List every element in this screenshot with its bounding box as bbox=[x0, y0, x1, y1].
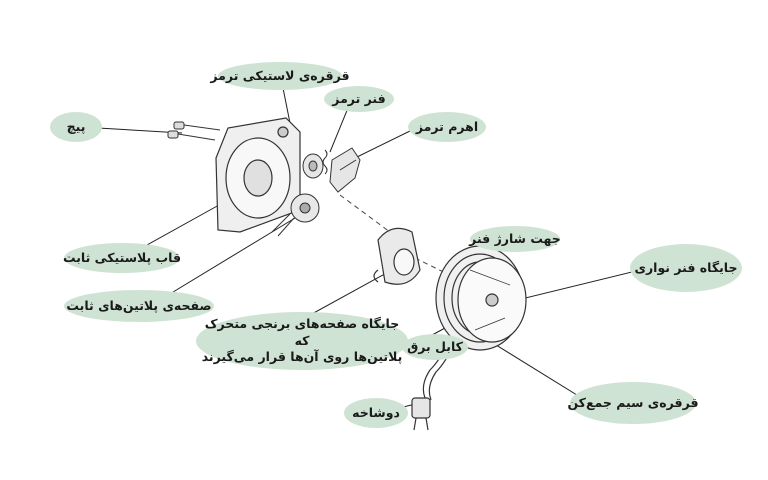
label-brake-lever: اهرم ترمز bbox=[408, 112, 486, 142]
fixed-platinum-plate-drawing bbox=[271, 193, 320, 237]
label-brake-spring: فنر ترمز bbox=[324, 86, 394, 112]
label-spring-charge-direction: جهت شارژ فنر bbox=[469, 226, 561, 252]
label-cord-reel: قرقره‌ی سیم جمع‌کن bbox=[567, 382, 699, 424]
brake-assembly-drawing bbox=[302, 147, 361, 193]
fixed-plastic-frame-drawing bbox=[215, 117, 301, 233]
label-screw: پیچ bbox=[50, 112, 102, 142]
label-power-cable: کابل برق bbox=[402, 334, 468, 360]
label-fixed-platinum-plate: صفحه‌ی پلاتین‌های ثابت bbox=[64, 290, 214, 322]
label-two-pin-plug: دوشاخه bbox=[344, 398, 408, 428]
label-leaf-spring-seat: جایگاه فنر نواری bbox=[630, 244, 742, 292]
label-brake-plastic-spool: قرقره‌ی لاستیکی ترمز bbox=[210, 62, 350, 90]
label-fixed-plastic-frame: قاب پلاستیکی ثابت bbox=[63, 243, 181, 273]
screw-drawing bbox=[167, 121, 221, 141]
cord-reel-drawing bbox=[435, 245, 527, 351]
label-brass-plate-seat: جایگاه صفحه‌های برنجی متحرک که پلاتین‌ها… bbox=[196, 312, 408, 370]
brass-plate-seat-drawing bbox=[373, 227, 421, 285]
